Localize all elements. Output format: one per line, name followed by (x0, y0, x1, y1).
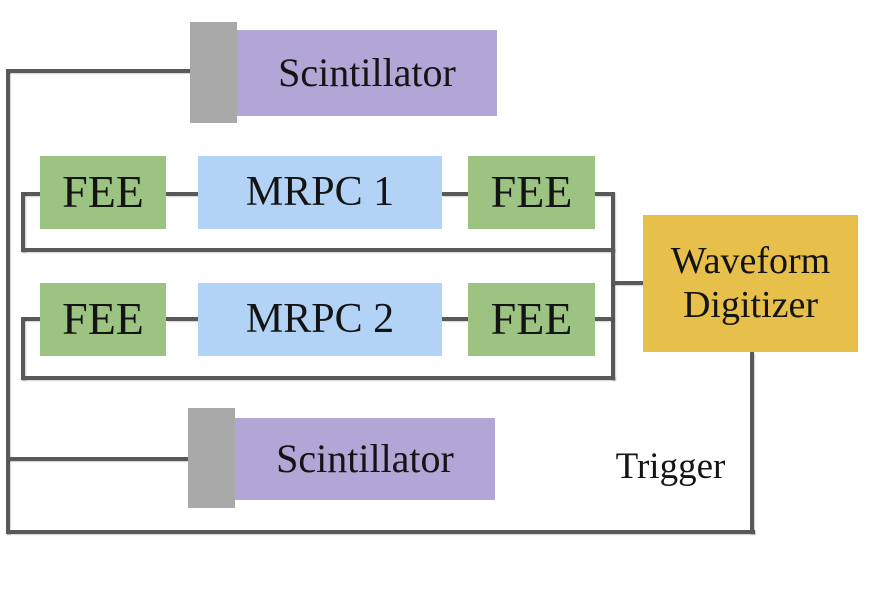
waveform-digitizer-label: Waveform Digitizer (670, 239, 831, 326)
wire-trigger-bus (6, 530, 755, 534)
mrpc2-label: MRPC 2 (245, 296, 395, 343)
wire-left-vertical (6, 69, 10, 534)
wire-fee-r1-out (595, 192, 613, 196)
wire-mrpc1-fee-r1 (442, 192, 468, 196)
wire-mrpc2-fee-r2 (442, 317, 468, 321)
fee-top-left-label: FEE (62, 166, 144, 218)
pmt-stub-top (190, 22, 237, 123)
wire-digitizer-input (611, 281, 643, 285)
wire-scintillator-top-connector (6, 69, 190, 73)
pmt-stub-bottom (188, 408, 235, 508)
scintillator-bottom-block: Scintillator (235, 418, 495, 500)
scintillator-bottom-label: Scintillator (276, 436, 454, 481)
wire-fee-r2-out (595, 317, 613, 321)
wire-fee-l2-mrpc2 (166, 317, 198, 321)
fee-top-left-block: FEE (40, 156, 166, 229)
scintillator-top-label: Scintillator (278, 50, 456, 95)
wire-bus-row2 (21, 376, 615, 380)
waveform-digitizer-block: Waveform Digitizer (643, 215, 858, 352)
wire-digitizer-trigger-drop (750, 352, 754, 534)
wire-fee-top-left-stub (21, 192, 40, 196)
wire-fee-l1-mrpc1 (166, 192, 198, 196)
wire-scintillator-bottom-connector (6, 457, 188, 461)
fee-bottom-left-block: FEE (40, 283, 166, 356)
wire-collector-vertical (611, 192, 615, 380)
trigger-label: Trigger (615, 446, 726, 487)
wire-fee-bottom-left-stub (21, 317, 40, 321)
fee-bottom-right-label: FEE (490, 293, 573, 345)
wire-loop2-vertical (21, 317, 25, 380)
mrpc1-label: MRPC 1 (245, 169, 395, 216)
mrpc1-block: MRPC 1 (198, 156, 442, 229)
wire-bus-row1 (21, 248, 615, 252)
mrpc2-block: MRPC 2 (198, 283, 442, 356)
fee-top-right-block: FEE (468, 156, 595, 229)
fee-bottom-right-block: FEE (468, 283, 595, 356)
fee-top-right-label: FEE (490, 166, 573, 218)
fee-bottom-left-label: FEE (62, 293, 144, 345)
wire-loop1-vertical (21, 192, 25, 252)
scintillator-top-block: Scintillator (237, 30, 497, 116)
